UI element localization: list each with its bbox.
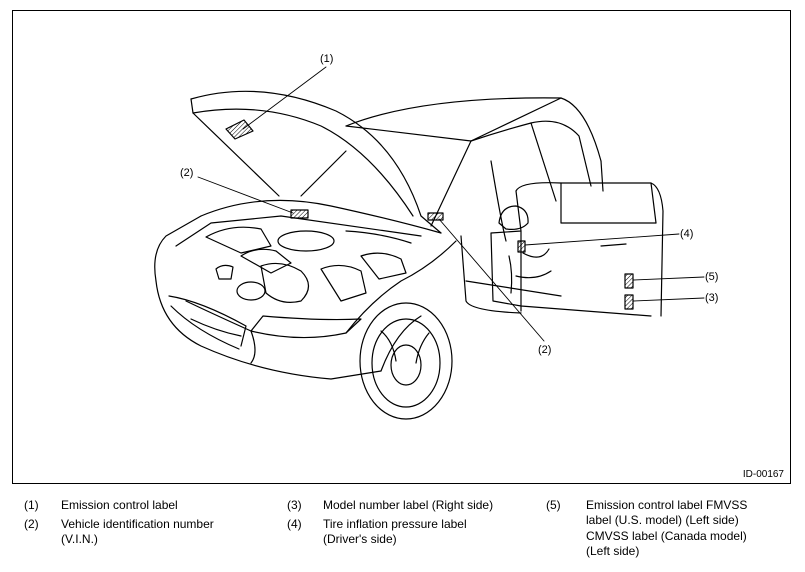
callout-labels: (1) (2) (2) (4) (5) (3) bbox=[180, 53, 718, 356]
legend-text: Emission control label FMVSS bbox=[586, 498, 748, 512]
tire-pressure-label-marker bbox=[517, 240, 526, 253]
legend-text: label (U.S. model) (Left side) bbox=[586, 513, 739, 527]
legend-text: Model number label (Right side) bbox=[323, 498, 494, 512]
figure-frame: (1) (2) (2) (4) (5) (3) ID-00167 bbox=[12, 10, 791, 484]
legend-text: Tire inflation pressure label bbox=[323, 517, 467, 531]
callout-5: (5) bbox=[705, 271, 718, 283]
figure-id: ID-00167 bbox=[742, 469, 784, 480]
emission-fmvss-label-marker bbox=[624, 273, 634, 289]
legend-text: CMVSS label (Canada model) bbox=[586, 529, 747, 543]
callout-1: (1) bbox=[320, 53, 333, 65]
legend-text: (Left side) bbox=[586, 544, 640, 558]
legend-number: (5) bbox=[546, 498, 561, 512]
legend-number: (1) bbox=[24, 498, 39, 512]
legend-text: Vehicle identification number bbox=[61, 517, 214, 531]
legend-text: Emission control label bbox=[61, 498, 178, 512]
label-markers bbox=[290, 209, 634, 310]
legend-number: (3) bbox=[287, 498, 302, 512]
legend-number: (2) bbox=[24, 517, 39, 531]
legend-number: (4) bbox=[287, 517, 302, 531]
car-body bbox=[154, 97, 604, 380]
leader-lines bbox=[197, 66, 705, 342]
legend-item-2: (2) Vehicle identification number (V.I.N… bbox=[24, 517, 274, 549]
callout-4: (4) bbox=[680, 228, 693, 240]
callout-2-hood: (2) bbox=[180, 167, 193, 179]
legend-text: (Driver's side) bbox=[323, 532, 397, 546]
legend-text: (V.I.N.) bbox=[61, 532, 98, 546]
open-hood bbox=[190, 90, 442, 234]
open-door bbox=[490, 182, 664, 317]
callout-2-windshield: (2) bbox=[538, 344, 551, 356]
vin-label-marker bbox=[290, 209, 309, 219]
vin-label-marker bbox=[427, 212, 444, 221]
car-label-diagram: (1) (2) (2) (4) (5) (3) bbox=[154, 53, 718, 420]
front-wheel bbox=[359, 302, 453, 420]
legend-item-5: (5) Emission control label FMVSS label (… bbox=[546, 498, 796, 562]
model-number-label-marker bbox=[624, 294, 634, 310]
engine-bay bbox=[175, 199, 442, 303]
legend-item-4: (4) Tire inflation pressure label (Drive… bbox=[287, 517, 537, 549]
callout-3: (3) bbox=[705, 292, 718, 304]
